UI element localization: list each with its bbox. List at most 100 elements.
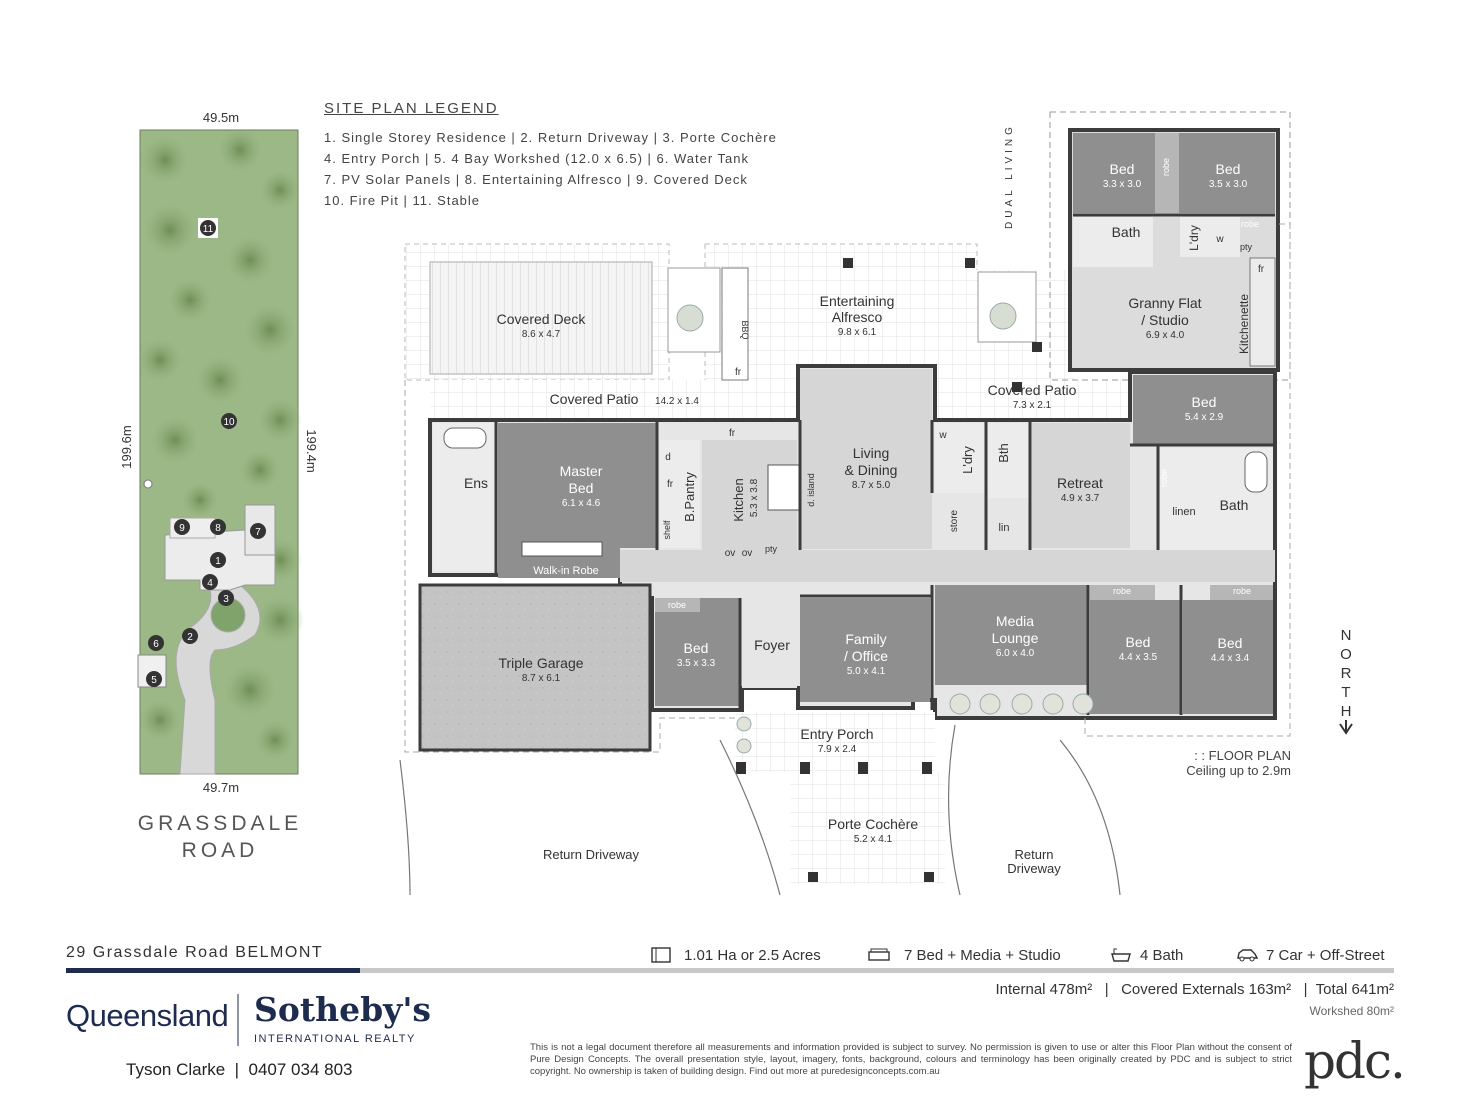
pdc-logo: pdc. bbox=[1304, 1032, 1406, 1090]
media-label-1: Media bbox=[996, 613, 1034, 629]
kitchen-island bbox=[767, 464, 801, 511]
bed-c-dim: 3.5 x 3.3 bbox=[677, 658, 716, 669]
dryer-label: d bbox=[665, 452, 671, 463]
bpantry-label: B.Pantry bbox=[682, 472, 697, 522]
legend-line-2: 4. Entry Porch | 5. 4 Bay Workshed (12.0… bbox=[324, 151, 750, 166]
granny-flat-label-1: Granny Flat bbox=[1128, 295, 1201, 311]
garage-label: Triple Garage bbox=[498, 655, 583, 671]
robe-c-label: robe bbox=[668, 600, 686, 610]
patio-east-label: Covered Patio bbox=[988, 382, 1077, 398]
legend-line-4: 10. Fire Pit | 11. Stable bbox=[324, 193, 481, 208]
cars-text: 7 Car + Off-Street bbox=[1266, 947, 1385, 964]
granny-bed-a bbox=[1073, 133, 1155, 213]
granny-kitchenette bbox=[1249, 257, 1276, 367]
beds-text: 7 Bed + Media + Studio bbox=[904, 947, 1061, 964]
bed-b-dim: 3.5 x 3.0 bbox=[1209, 179, 1248, 190]
patio-west-dim: 14.2 x 1.4 bbox=[655, 396, 699, 407]
area-summary: Internal 478m² | Covered Externals 163m²… bbox=[995, 981, 1394, 998]
bed-icon bbox=[868, 948, 890, 961]
bed-e-dim: 5.4 x 2.9 bbox=[1185, 412, 1224, 423]
oven-label-2: ov bbox=[742, 548, 753, 559]
robe-f-label: robe bbox=[1113, 586, 1131, 596]
porte-dim: 5.2 x 4.1 bbox=[854, 834, 893, 845]
lin-label: lin bbox=[998, 522, 1009, 534]
master-label-2: Bed bbox=[569, 480, 594, 496]
disclaimer-text: This is not a legal document therefore a… bbox=[530, 1042, 1292, 1077]
walkin-bench bbox=[521, 541, 603, 557]
pty-label: pty bbox=[765, 544, 778, 554]
bpantry-room bbox=[660, 440, 700, 548]
granny-flat-label-2: / Studio bbox=[1141, 312, 1189, 328]
car-stat: 7 Car + Off-Street bbox=[1236, 946, 1385, 964]
kitchenette-label: Kitchenette bbox=[1237, 294, 1251, 354]
legend-line-1: 1. Single Storey Residence | 2. Return D… bbox=[324, 130, 777, 145]
bed-g-room bbox=[1183, 600, 1273, 714]
agent-contact: Tyson Clarke | 0407 034 803 bbox=[126, 1060, 353, 1079]
living-dim: 8.7 x 5.0 bbox=[852, 480, 891, 491]
entry-porch-tiles bbox=[735, 712, 935, 772]
robe-g bbox=[1210, 585, 1273, 600]
bath-e-tub bbox=[1244, 451, 1268, 493]
bed-f-label: Bed bbox=[1126, 634, 1151, 650]
master-bed-room bbox=[498, 423, 656, 548]
bbq-bench bbox=[721, 267, 749, 381]
robe-e-label: robe bbox=[1159, 469, 1169, 487]
walkin-label: Walk-in Robe bbox=[533, 565, 599, 577]
site-mark bbox=[143, 479, 153, 489]
return-drive-east-2: Driveway bbox=[1007, 861, 1061, 876]
robe-granny-label: robe bbox=[1241, 219, 1259, 229]
return-drive-west: Return Driveway bbox=[543, 847, 640, 862]
site-trees bbox=[138, 128, 304, 760]
kitchen-label: Kitchen bbox=[731, 478, 746, 521]
site-markers: 1 2 3 4 5 6 7 8 9 10 11 bbox=[146, 218, 266, 687]
entry-porch-dim: 7.9 x 2.4 bbox=[818, 744, 857, 755]
granny-robe bbox=[1155, 133, 1179, 213]
bed-g-label: Bed bbox=[1218, 635, 1243, 651]
dual-living-label: DUAL LIVING bbox=[1004, 123, 1015, 229]
north-h: H bbox=[1341, 703, 1352, 720]
kitchen-dim: 5.3 x 3.8 bbox=[749, 478, 760, 517]
bbq-label: BBQ bbox=[740, 320, 750, 339]
family-label-1: Family bbox=[845, 631, 886, 647]
floor-plan bbox=[399, 111, 1291, 896]
site-marker-4: 4 bbox=[207, 578, 213, 589]
bed-c-label: Bed bbox=[684, 640, 709, 656]
alfresco-label-2: Alfresco bbox=[832, 309, 883, 325]
granny-pty-label: pty bbox=[1240, 242, 1253, 252]
living-label-2: & Dining bbox=[845, 462, 898, 478]
porte-cochere-tiles bbox=[790, 772, 945, 884]
fridge-label-bp: fr bbox=[667, 479, 674, 490]
robe-granny2-label: robe bbox=[1161, 158, 1171, 176]
living-room bbox=[800, 369, 932, 549]
site-driveway bbox=[175, 584, 261, 775]
family-room bbox=[800, 598, 930, 702]
brand-international-realty: INTERNATIONAL REALTY bbox=[254, 1033, 416, 1045]
covered-deck-boards bbox=[429, 261, 653, 375]
bed-a-label: Bed bbox=[1110, 161, 1135, 177]
alfresco-label-1: Entertaining bbox=[820, 293, 895, 309]
bed-g-dim: 4.4 x 3.4 bbox=[1211, 653, 1250, 664]
covered-deck-label: Covered Deck bbox=[497, 311, 587, 327]
entry-porch-label: Entry Porch bbox=[800, 726, 873, 742]
garage-room bbox=[418, 583, 652, 752]
site-marker-9: 9 bbox=[179, 523, 185, 534]
fridge-label-granny: fr bbox=[1258, 264, 1265, 275]
brand-queensland: Queensland bbox=[66, 998, 229, 1033]
oven-label-1: ov bbox=[725, 548, 736, 559]
island-label: d. island bbox=[806, 473, 816, 507]
media-label-2: Lounge bbox=[992, 630, 1039, 646]
driveway-curve-east2 bbox=[1059, 739, 1121, 896]
north-o: O bbox=[1340, 646, 1352, 663]
bed-c-room bbox=[655, 598, 739, 706]
family-dim: 5.0 x 4.1 bbox=[847, 666, 886, 677]
bath-icon bbox=[1111, 948, 1131, 962]
retreat-dim: 4.9 x 3.7 bbox=[1061, 493, 1100, 504]
ens-label: Ens bbox=[464, 475, 488, 491]
bed-e-label: Bed bbox=[1192, 394, 1217, 410]
porte-label: Porte Cochère bbox=[828, 816, 918, 832]
car-icon bbox=[1237, 949, 1259, 962]
floor-plan-note: : : FLOOR PLAN bbox=[1194, 748, 1291, 763]
site-marker-10: 10 bbox=[223, 417, 235, 428]
site-right-dim: 199.4m bbox=[304, 429, 319, 472]
retreat-label: Retreat bbox=[1057, 475, 1103, 491]
